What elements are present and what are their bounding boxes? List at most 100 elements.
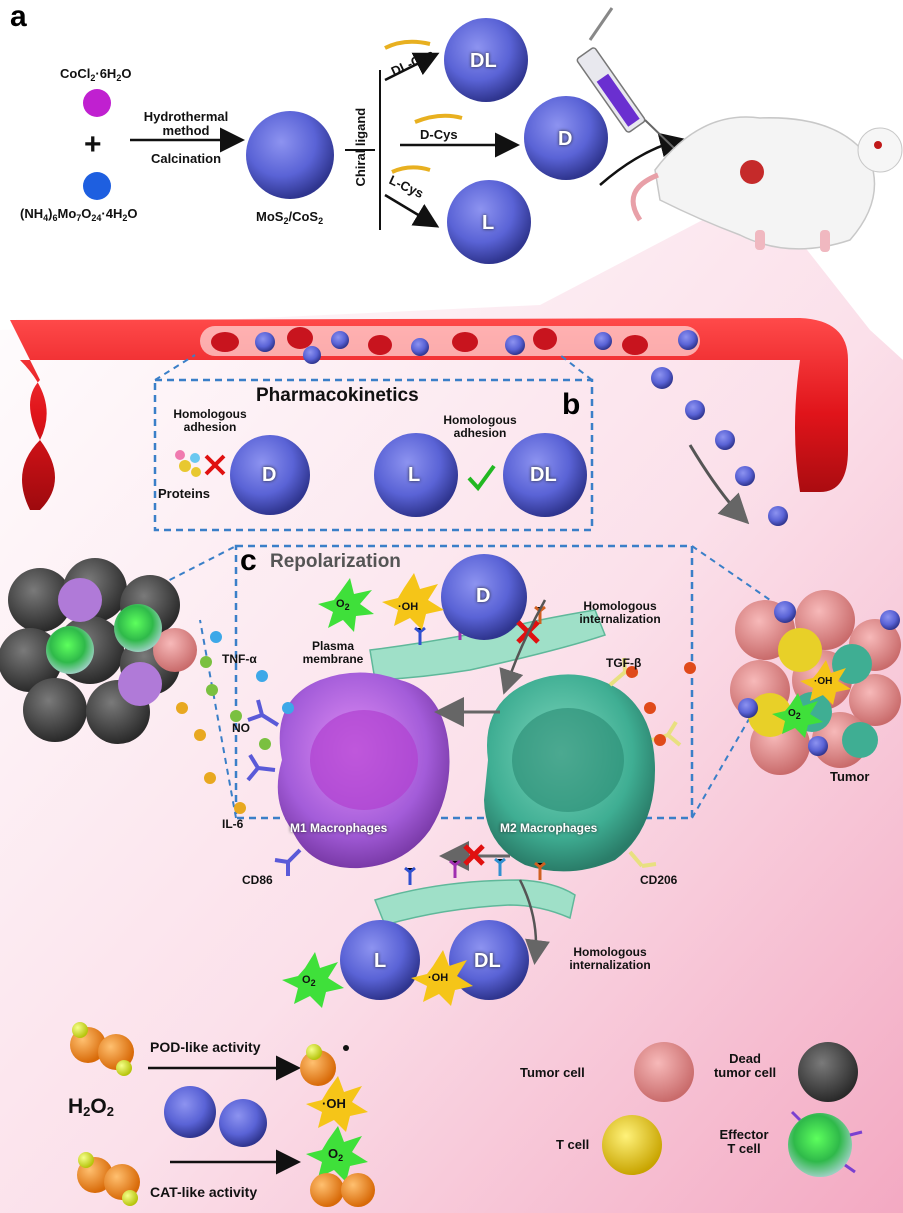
dash-vessel-right [559,354,593,381]
internalization-top-label: Homologous internalization [579,599,661,627]
ligand-strand-dl [384,39,431,50]
o2-label-tumor: O2 [788,708,801,721]
method-line1: Hydrothermal [143,109,229,124]
catalysis-particle-2 [219,1099,267,1147]
m1-nucleus [310,710,418,810]
repol-particle-dl [449,920,529,1000]
ligand-d-cys: D-Cys [420,127,458,142]
repol-label-dl: DL [474,950,501,972]
pk-particle-dl [503,433,587,517]
o2-label-top: O2 [336,598,350,612]
plus-sign: + [84,128,102,161]
h2o2-molecule-top [70,1022,134,1076]
oh-label-catalysis: ·OH [322,1096,346,1111]
cat-activity-label: CAT-like activity [150,1184,258,1200]
membrane-receptors-bottom [404,857,546,885]
o2-molecule [310,1173,375,1207]
legend-effector-receptors [790,1110,863,1174]
cross-mark-icon [204,454,226,476]
o2-star-catalysis [306,1126,368,1182]
tgf-beta-spheres [626,662,696,746]
pk-label-d: D [262,464,277,486]
h2o2-label: H2O2 [68,1095,114,1119]
repol-particle-d [441,554,527,640]
syringe-icon [576,7,677,151]
repol-label-d: D [476,585,491,607]
oh-star-top [382,573,444,630]
arrow-to-tumor [688,444,750,525]
legend-dead-tumor-cell: Dead tumor cell [713,1051,777,1081]
h2o2-molecule-bottom [77,1152,140,1206]
protein-cluster-icon [175,450,201,477]
pk-particle-l [374,433,458,517]
cocl2-sphere [83,89,111,117]
vessel-particles [255,330,698,364]
m1-label: M1 Macrophages [290,821,388,835]
legend-dead-tumor-cell-icon [798,1042,858,1102]
chiral-ligand-label: Chiral ligand [352,107,368,187]
arrow-l-cys [384,193,440,228]
arrow-dl-cys [384,52,440,82]
cd86-label: CD86 [242,873,273,887]
legend-effector-t-cell: Effector T cell [719,1127,769,1157]
repol-label-l: L [374,950,387,972]
cross-mark-m1-icon [463,844,485,866]
particle-label-d: D [558,128,573,150]
arrow-internalization-top [499,599,547,695]
pk-label-dl: DL [530,464,557,486]
legend-t-cell-icon [602,1115,662,1175]
dead-tumor-cluster [0,558,197,744]
precursor-cocl2: CoCl2·6H2O [60,66,132,83]
arrow-internalization-bottom [518,879,550,965]
precursor-molybdate: (NH4)6Mo7O24·4H2O [20,206,138,223]
ligand-strand-l [391,165,431,174]
tumor-label: Tumor [830,769,870,784]
legend-t-cell: T cell [556,1137,590,1152]
tgf-beta-label: TGF-β [606,656,642,670]
o2-label-catalysis: O2 [328,1146,344,1163]
pharmacokinetics-box [153,378,594,532]
check-mark-icon [467,464,496,492]
panel-label-c: c [240,544,257,577]
m2-label: M2 Macrophages [500,821,598,835]
particle-d-top [524,96,608,180]
particle-label-l: L [482,212,495,234]
mouse-icon [630,116,903,252]
panel-label-b: b [562,388,581,421]
tumor-on-mouse [740,160,764,184]
particle-dl-top [444,18,528,102]
plasma-membrane-label: Plasma membrane [302,639,364,667]
o2-star-tumor [772,693,823,738]
pk-particle-d [230,435,310,515]
cd206-label: CD206 [640,873,678,887]
o2-star-top [318,578,374,632]
adhesion-left-label: Homologous adhesion [173,407,247,435]
adhesion-right-label: Homologous adhesion [443,413,517,441]
oh-star-tumor [800,660,851,705]
dash-vessel-left [154,354,196,381]
oh-label-top: ·OH [398,601,419,613]
method-line2: method [162,123,210,138]
tnf-alpha-spheres [210,631,294,714]
o2-star-bottom [282,952,344,1008]
panel-label-a: a [10,0,27,33]
oh-star-catalysis [306,1076,368,1132]
method-line3: Calcination [150,151,222,166]
oh-label-bottom: ·OH [428,972,449,984]
oh-star-bottom [411,950,473,1006]
ligand-strand-d [414,113,463,124]
molybdate-sphere [83,172,111,200]
o2-label-bottom: O2 [302,974,316,988]
repol-particle-l [340,920,420,1000]
il6-spheres [176,702,246,814]
pk-label-l: L [408,464,421,486]
legend-effector-t-cell-icon [788,1113,852,1177]
vessel-lumen [200,326,700,356]
repolarization-title: Repolarization [270,551,401,572]
particle-label-dl: DL [470,50,497,72]
no-label: NO [232,721,250,735]
hydroxyl-radical-molecule [300,1044,349,1086]
m2-nucleus [512,708,624,812]
no-spheres [200,656,271,750]
